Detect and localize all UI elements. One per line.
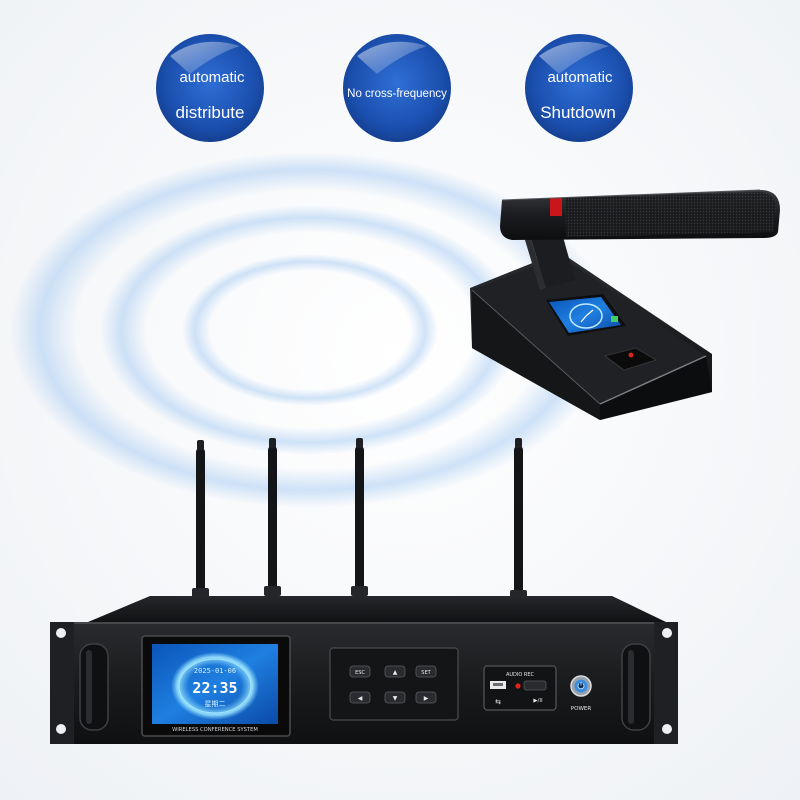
handle-left	[79, 643, 109, 731]
rack-ear-left	[50, 622, 74, 744]
left-button-label: ◀	[358, 695, 363, 702]
up-button[interactable]: ▲	[384, 665, 406, 678]
play-pause-button[interactable]	[523, 680, 547, 691]
mic-red-led	[628, 352, 634, 358]
display-caption: WIRELESS CONFERENCE SYSTEM	[172, 727, 258, 733]
display-date: 2025-01-06	[194, 667, 236, 675]
mic-screen	[546, 294, 626, 336]
set-button-label: SET	[421, 670, 431, 676]
power-icon	[577, 682, 585, 690]
antennas	[192, 438, 527, 600]
wireless-signal-rings	[10, 152, 610, 508]
up-button-label: ▲	[393, 669, 398, 676]
rec-red-led	[515, 683, 521, 689]
mic-red-strip	[550, 198, 562, 216]
power-label: POWER	[571, 706, 592, 712]
power-button[interactable]	[570, 675, 592, 697]
rack-ear-right	[654, 622, 678, 744]
display-time: 22:35	[192, 679, 237, 697]
badge-line2: Shutdown	[540, 103, 616, 122]
esc-button-label: ESC	[355, 670, 365, 676]
feature-badge-auto-distribute: automatic distribute	[156, 34, 264, 142]
wireless-receiver-unit: 2025-01-06 22:35 星期二 WIRELESS CONFERENCE…	[50, 596, 678, 744]
feature-badge-no-cross-frequency: No cross-frequency	[343, 34, 451, 142]
antenna	[192, 440, 209, 598]
control-button-panel: ESC ▲ SET ◀ ▼ ▶	[329, 647, 459, 721]
receiver-display: 2025-01-06 22:35 星期二 WIRELESS CONFERENCE…	[141, 635, 291, 737]
down-button[interactable]: ▼	[384, 691, 406, 704]
display-weekday: 星期二	[205, 700, 226, 708]
conference-microphone	[470, 189, 780, 420]
right-button[interactable]: ▶	[415, 691, 437, 704]
feature-badge-auto-shutdown: automatic Shutdown	[525, 34, 633, 142]
antenna	[351, 438, 368, 596]
badge-line1: No cross-frequency	[347, 88, 447, 100]
badge-line1: automatic	[179, 69, 245, 86]
audio-rec-module: AUDIO REC ⇆ ▶/II	[483, 665, 557, 711]
esc-button[interactable]: ESC	[349, 665, 371, 678]
antenna	[264, 438, 281, 596]
badge-line1: automatic	[547, 69, 613, 86]
audio-rec-label: AUDIO REC	[506, 672, 535, 678]
usb-icon: ⇆	[495, 698, 501, 706]
set-button[interactable]: SET	[415, 665, 437, 678]
right-button-label: ▶	[424, 695, 429, 702]
badge-line2: distribute	[176, 103, 245, 122]
play-pause-label: ▶/II	[533, 698, 543, 704]
down-button-label: ▼	[393, 695, 398, 702]
handle-right	[621, 643, 651, 731]
left-button[interactable]: ◀	[349, 691, 371, 704]
